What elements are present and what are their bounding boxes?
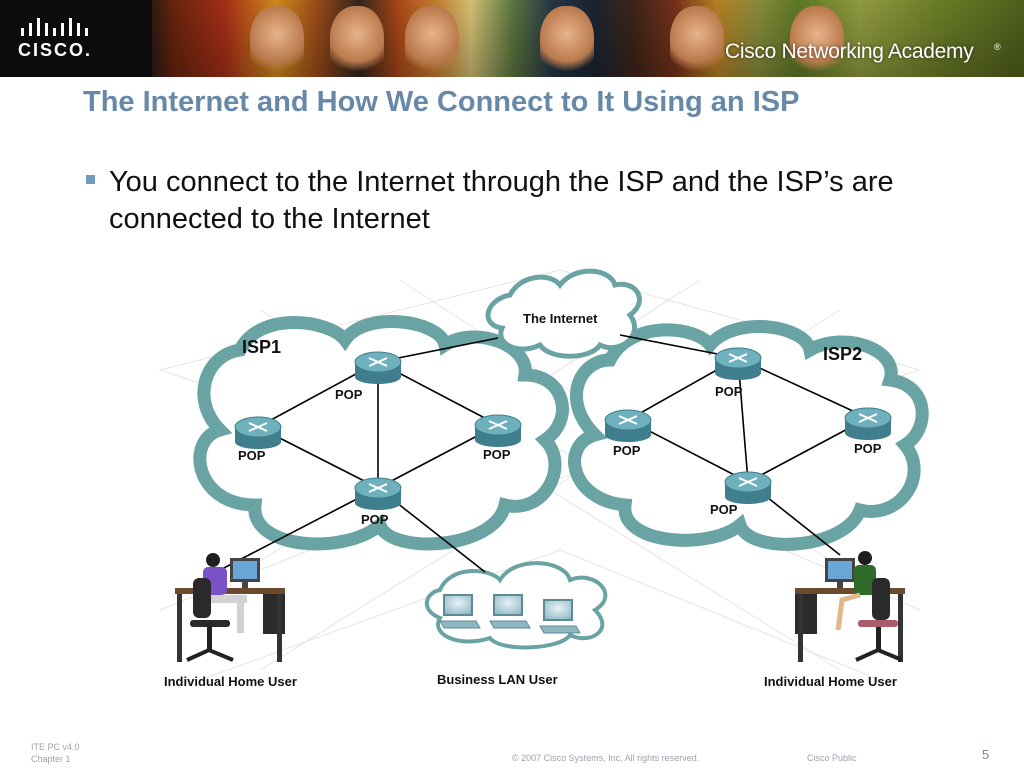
banner-face-photo [405, 6, 459, 76]
isp2-cloud [568, 320, 929, 551]
pop-label: POP [238, 448, 266, 463]
bullet-text: You connect to the Internet through the … [109, 166, 894, 235]
isp2-label: ISP2 [823, 344, 862, 364]
pop-label: POP [710, 502, 738, 517]
pop-label: POP [854, 441, 882, 456]
router-icon [724, 471, 772, 504]
pop-label: POP [613, 443, 641, 458]
pop-label: POP [715, 384, 743, 399]
isp1-label: ISP1 [242, 337, 281, 357]
cisco-logo-text: CISCO. [18, 40, 93, 60]
internet-label: The Internet [523, 311, 598, 326]
home-user-left-label: Individual Home User [164, 674, 297, 689]
router-icon [604, 409, 652, 442]
footer-course: ITE PC v4.0 [31, 742, 80, 752]
router-icon [354, 477, 402, 510]
banner-face-photo [670, 6, 724, 76]
footer-classification: Cisco Public [807, 753, 857, 763]
internet-cloud [485, 268, 642, 359]
pop-label: POP [361, 512, 389, 527]
router-icon [714, 347, 762, 380]
banner-face-photo [540, 6, 594, 76]
pop-label: POP [483, 447, 511, 462]
home-user-right-icon [795, 551, 905, 662]
page-number: 5 [982, 747, 990, 762]
business-lan-label: Business LAN User [437, 672, 558, 687]
academy-brand: Cisco Networking Academy [725, 40, 974, 63]
logo-area [0, 0, 152, 77]
footer-chapter: Chapter 1 [31, 754, 71, 764]
home-user-right-label: Individual Home User [764, 674, 897, 689]
cisco-logo-icon [21, 18, 88, 36]
banner-face-photo [330, 6, 384, 76]
workstation-icon [439, 594, 481, 629]
banner-face-photo [790, 6, 844, 76]
workstation-icon [539, 599, 581, 634]
router-icon [474, 414, 522, 447]
banner-face-photo [250, 6, 304, 76]
home-user-left-icon [175, 553, 285, 662]
header-banner: CISCO. Cisco Networking Academy ® [0, 0, 1024, 77]
workstation-icon [489, 594, 531, 629]
network-diagram: The Internet ISP1 ISP2 POP POP POP POP P… [158, 268, 929, 689]
router-icon [234, 416, 282, 449]
slide-title: The Internet and How We Connect to It Us… [83, 86, 800, 118]
isp1-cloud [193, 315, 569, 551]
bullet-square-icon [86, 175, 95, 184]
pop-label: POP [335, 387, 363, 402]
router-icon [354, 351, 402, 384]
footer-copyright: © 2007 Cisco Systems, Inc. All rights re… [512, 753, 700, 763]
academy-registered-mark: ® [994, 42, 1001, 52]
router-icon [844, 407, 892, 440]
footer-course-info: ITE PC v4.0 Chapter 1 [31, 741, 80, 765]
